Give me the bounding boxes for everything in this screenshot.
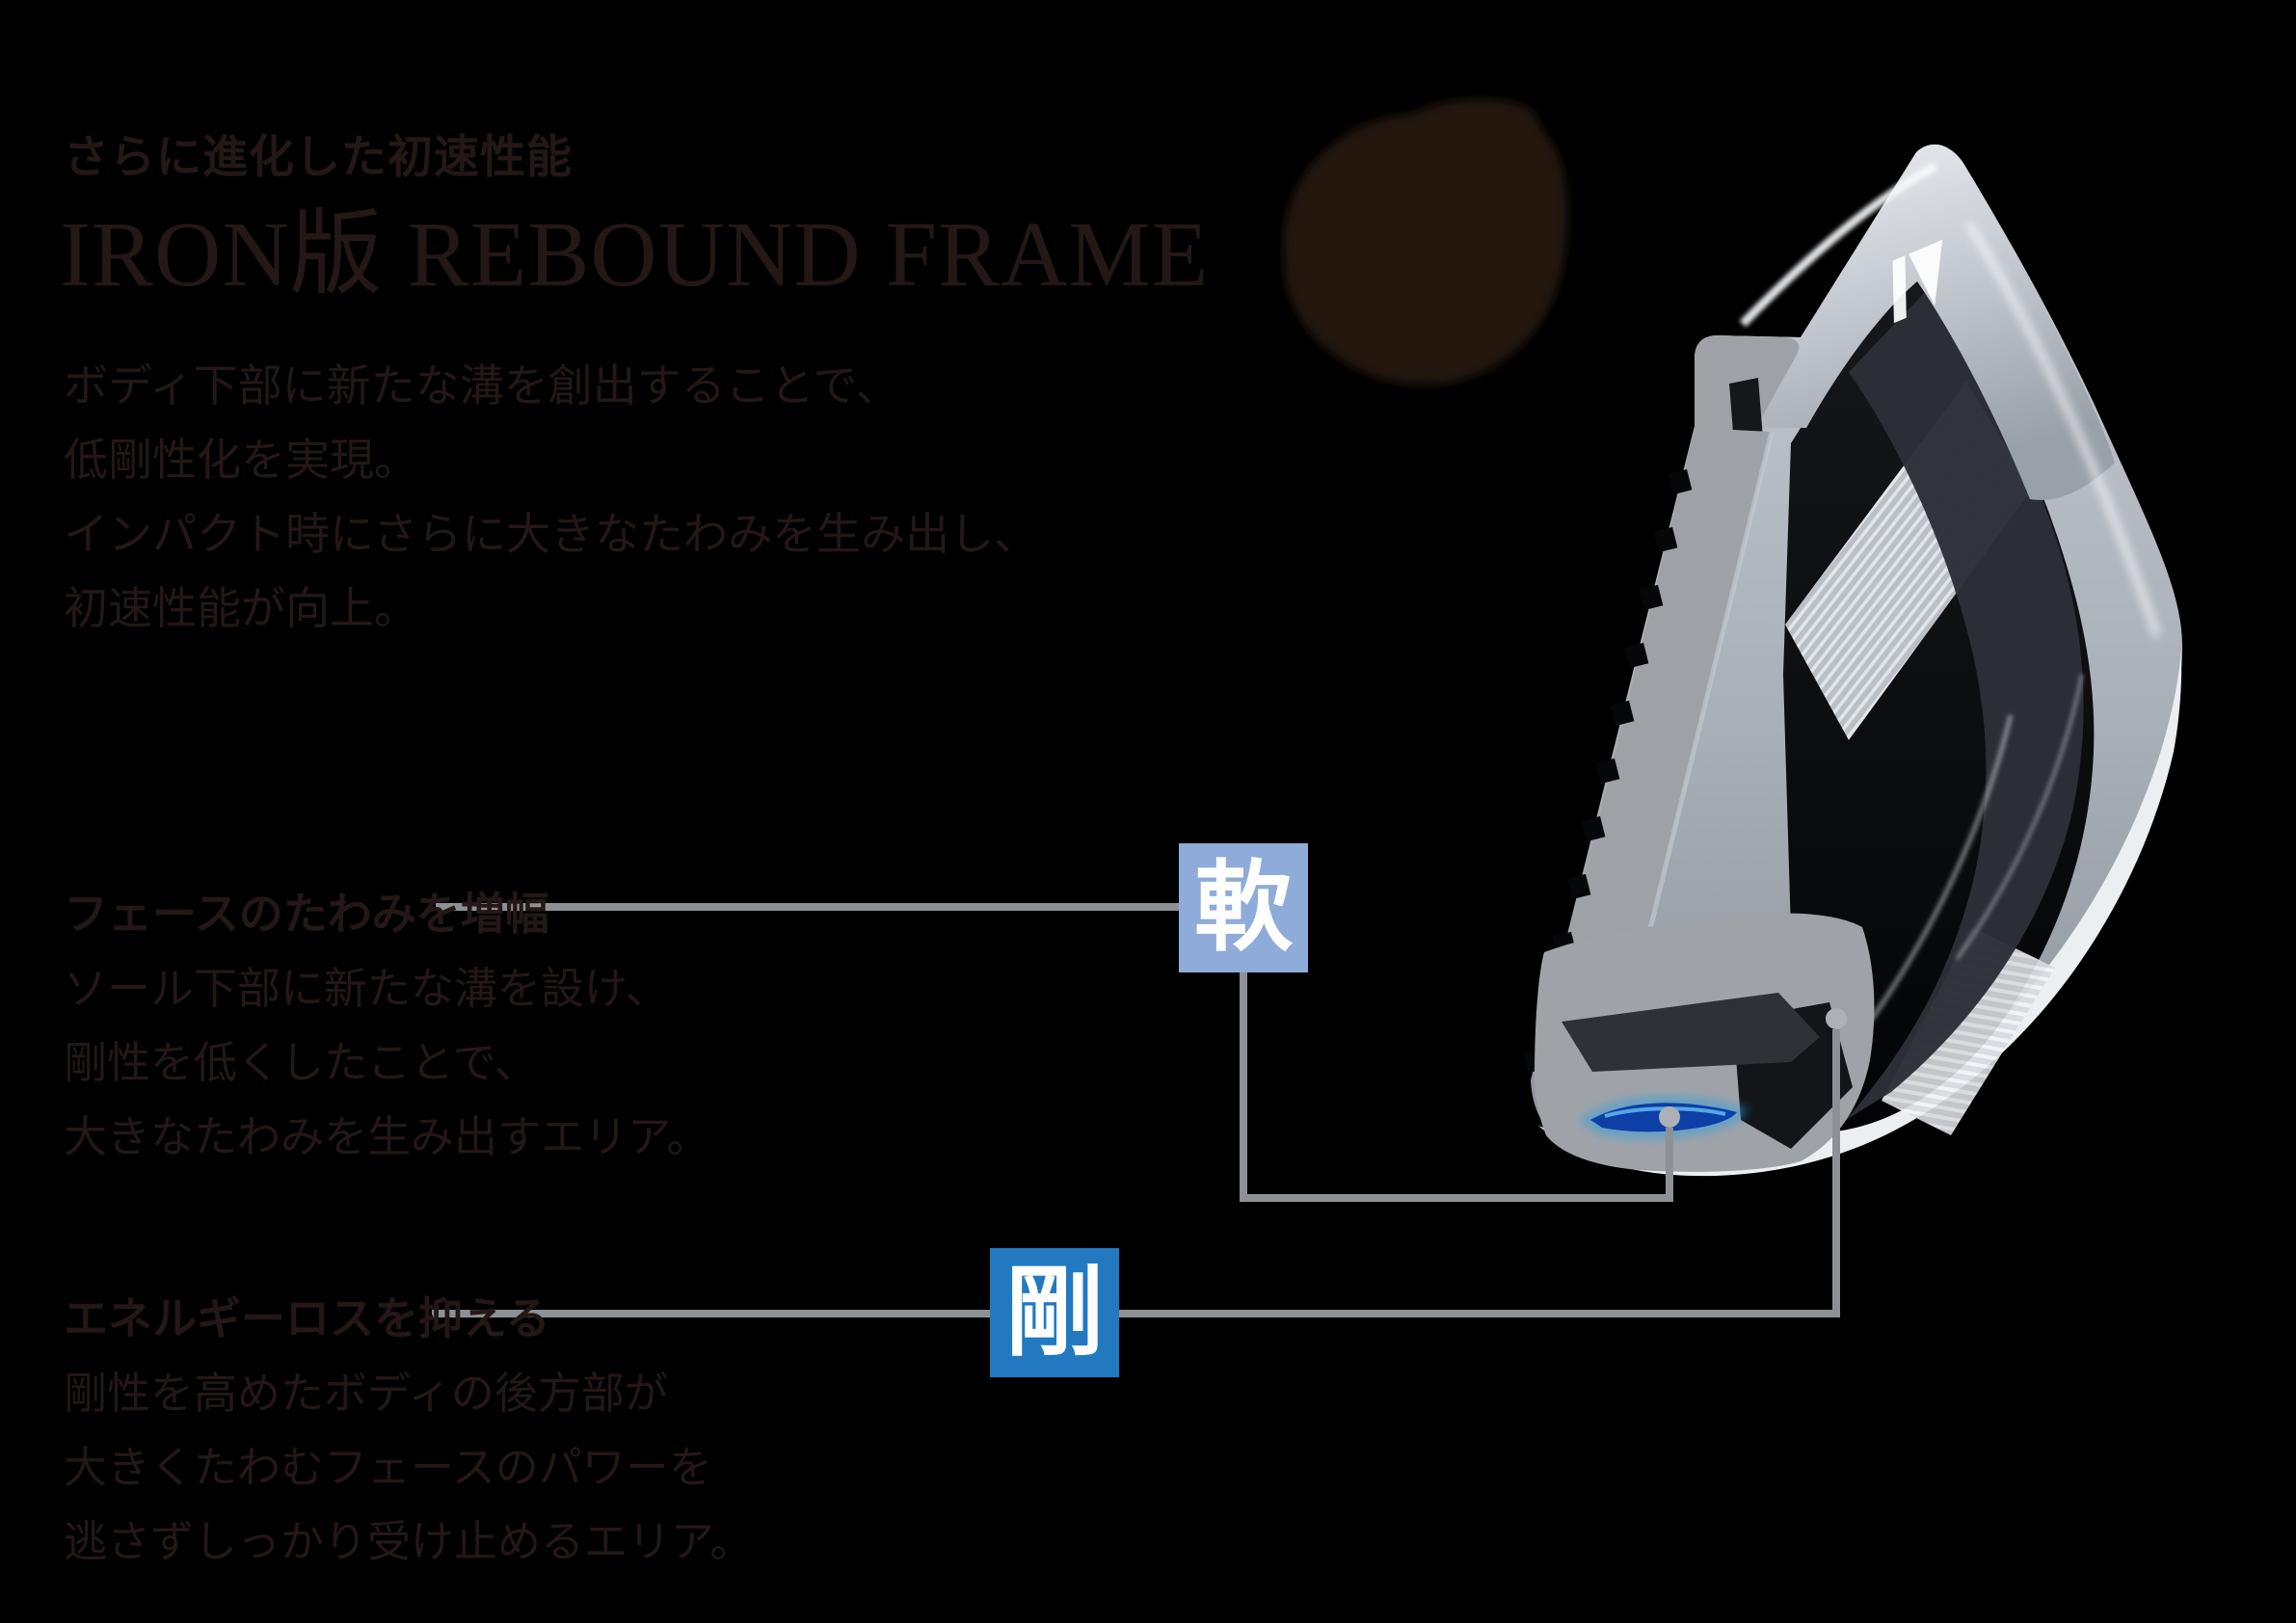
rigid-connector-dot [1826,1008,1847,1029]
lower-striations [1882,927,2055,1135]
soft-badge: 軟 [1179,843,1308,972]
intro-line: インパクト時にさらに大きなたわみを生み出し、 [64,510,1039,559]
iron-topline [1695,144,2115,500]
section-rigid-body: 剛性を高めたボディの後方部が 大きくたわむフェースのパワーを 逃さずしっかり受け… [64,1357,754,1580]
intro-line: 低剛性化を実現。 [64,436,418,485]
section-soft-heading: フェースのたわみを増幅 [64,890,549,939]
section-rigid-line: 逃さずしっかり受け止めるエリア。 [64,1518,754,1566]
section-soft-line: ソール下部に新たな溝を設け、 [64,965,669,1013]
page-title: IRON版 REBOUND FRAME [60,202,1210,306]
intro-line: 初速性能が向上。 [64,584,418,633]
section-rigid-heading: エネルギーロスを抑える [64,1294,550,1344]
page-subtitle: さらに進化した初速性能 [64,133,573,183]
soft-connector-line [1240,972,1673,1202]
rigid-connector-line [432,1029,1840,1317]
apple-shadow-blob [1283,98,1568,386]
highlight-topline [1739,162,1938,328]
soft-connector-dot [1659,1106,1680,1128]
section-rigid-line: 大きくたわむフェースのパワーを [64,1444,712,1492]
rigid-badge: 剛 [990,1248,1119,1377]
section-soft-body: ソール下部に新たな溝を設け、 剛性を低くしたことで、 大きなたわみを生み出すエリ… [64,952,710,1175]
taylormade-logo-icon [1892,239,1943,324]
face-cut-surface [1535,428,1772,1087]
sole-cavity-wedge [1562,993,1820,1072]
section-soft-line: 剛性を低くしたことで、 [64,1039,538,1087]
highlight-body-streak-2 [1955,674,2084,961]
callout-lines [432,903,1840,1317]
section-rigid-line: 剛性を高めたボディの後方部が [64,1370,668,1418]
rebound-frame-band [1846,287,2084,1120]
section-soft-line: 大きなたわみを生み出すエリア。 [64,1113,710,1161]
highlight-right-edge [1965,222,2161,638]
iron-head-cross-section [1523,144,2183,1177]
intro-paragraph: ボディ下部に新たな溝を創出することで、 低剛性化を実現。 インパクト時にさらに大… [64,349,1038,646]
highlight-body-streak-1 [1867,714,2014,1024]
intro-line: ボディ下部に新たな溝を創出することで、 [64,361,900,411]
